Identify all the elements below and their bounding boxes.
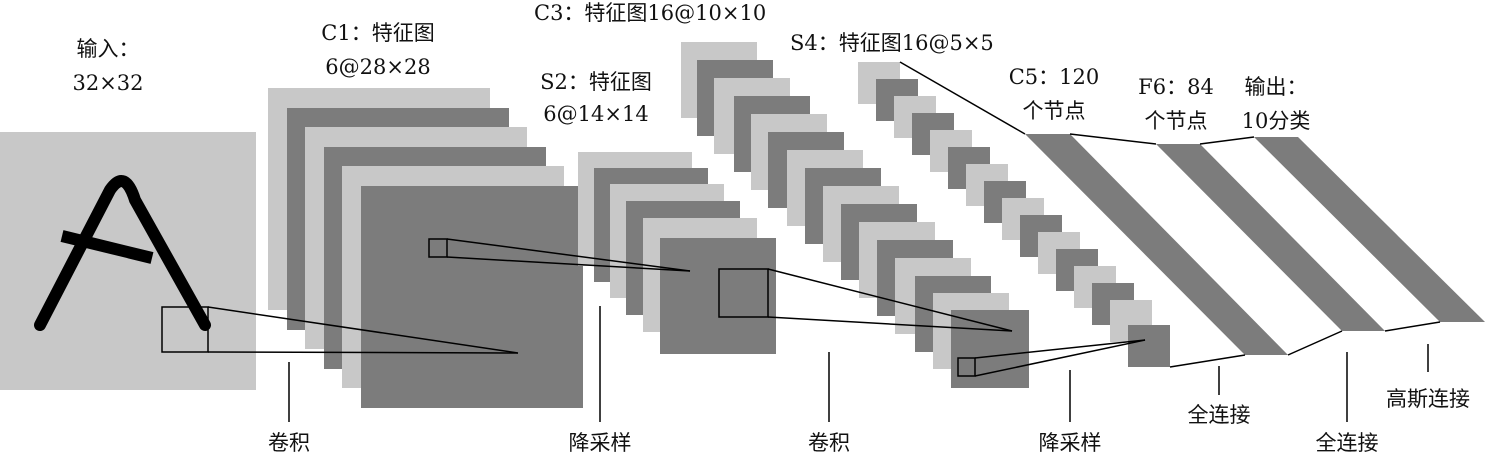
c3-receptive-field [957,357,976,377]
s2-label-line2: 6@14×14 [543,102,649,126]
s4-label: S4：特征图16@5×5 [790,31,994,55]
s2-label-line1: S2：特征图 [540,70,652,94]
op-gauss-label: 高斯连接 [1386,387,1470,411]
s2-feature-maps [578,152,776,354]
f6-label-line1: F6：84 [1138,75,1214,99]
operation-ticks [288,306,1429,422]
op-fc1-label: 全连接 [1187,403,1251,427]
f6-label-line2: 个节点 [1144,109,1208,133]
c3-feature-maps [681,42,1029,388]
s4-feature-maps [858,62,1170,367]
c5-label-line1: C5：120 [1008,65,1100,89]
handwritten-a-stroke [34,175,211,331]
input-receptive-field [161,306,209,353]
op-fc2-label: 全连接 [1315,431,1379,455]
c1-feature-maps [268,88,583,408]
op-pool2-label: 降采样 [1038,431,1102,455]
input-image [0,132,256,390]
c5-layer-band [1025,134,1288,355]
handwritten-a-crossbar [60,230,154,264]
c1-receptive-field [428,238,448,258]
output-layer-band [1254,137,1485,322]
f6-layer-band [1156,144,1385,331]
c1-label-line2: 6@28×28 [325,55,431,79]
output-label-line2: 10分类 [1241,109,1311,133]
op-conv2-label: 卷积 [808,431,850,455]
c3-label: C3：特征图16@10×10 [534,1,767,25]
connection-lines [207,61,1441,377]
s2-receptive-field [718,268,769,318]
output-label-line1: 输出： [1244,75,1308,99]
c5-label-line2: 个节点 [1022,99,1086,123]
op-pool1-label: 降采样 [568,431,632,455]
c1-label-line1: C1：特征图 [321,21,435,45]
input-label-line2: 32×32 [72,71,144,95]
op-conv1-label: 卷积 [268,431,310,455]
input-label-line1: 输入： [76,37,140,61]
